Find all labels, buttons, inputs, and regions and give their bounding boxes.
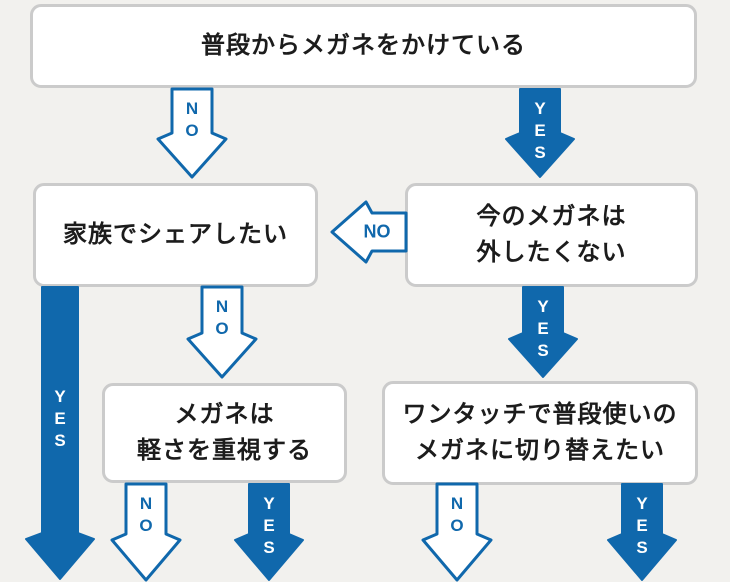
arrow-label-no: NO: [182, 99, 202, 143]
down-arrow-outline-icon: [110, 482, 182, 582]
down-arrow-solid-icon: [25, 286, 95, 580]
down-arrow-outline-icon: [186, 285, 258, 379]
node-one-touch-switch: ワンタッチで普段使いの メガネに切り替えたい: [382, 381, 698, 485]
node-text: メガネに切り替えたい: [415, 437, 665, 464]
arrow-label-no: NO: [447, 494, 467, 538]
node-lightweight-priority: メガネは 軽さを重視する: [102, 383, 347, 483]
yes-arrow-q1-to-q3: YES: [505, 88, 575, 178]
node-keep-current-glasses: 今のメガネは 外したくない: [405, 183, 698, 287]
node-text: メガネは: [174, 401, 275, 428]
left-arrow-outline-icon: [330, 200, 408, 264]
arrow-label-yes: YES: [259, 494, 279, 560]
node-text: 家族でシェアしたい: [63, 221, 288, 248]
arrow-label-yes: YES: [50, 387, 70, 453]
no-arrow-q3-to-q2: NO: [330, 200, 408, 264]
arrow-label-yes: YES: [530, 99, 550, 165]
node-wears-glasses-daily: 普段からメガネをかけている: [30, 4, 697, 88]
no-arrow-q5-out: NO: [421, 482, 493, 582]
down-arrow-outline-icon: [421, 482, 493, 582]
down-arrow-solid-icon: [505, 88, 575, 178]
node-text: ワンタッチで普段使いの: [402, 401, 678, 428]
down-arrow-solid-icon: [508, 286, 578, 378]
no-arrow-q1-to-q2: NO: [156, 87, 228, 179]
node-text: 軽さを重視する: [137, 437, 312, 464]
yes-arrow-q3-to-q5: YES: [508, 286, 578, 378]
yes-arrow-q4-out: YES: [234, 483, 304, 581]
yes-arrow-q2-long: YES: [25, 286, 95, 580]
node-text: 外したくない: [476, 239, 627, 266]
node-text: 普段からメガネをかけている: [201, 32, 526, 59]
arrow-label-no: NO: [212, 297, 232, 341]
arrow-label-no: NO: [136, 494, 156, 538]
down-arrow-solid-icon: [607, 483, 677, 581]
node-text: 今のメガネは: [476, 203, 627, 230]
arrow-label-yes: YES: [533, 297, 553, 363]
arrow-label-yes: YES: [632, 494, 652, 560]
arrow-label-no: NO: [363, 221, 391, 242]
no-arrow-q4-out: NO: [110, 482, 182, 582]
no-arrow-q2-to-q4: NO: [186, 285, 258, 379]
node-share-with-family: 家族でシェアしたい: [33, 183, 318, 287]
yes-arrow-q5-out: YES: [607, 483, 677, 581]
down-arrow-outline-icon: [156, 87, 228, 179]
down-arrow-solid-icon: [234, 483, 304, 581]
